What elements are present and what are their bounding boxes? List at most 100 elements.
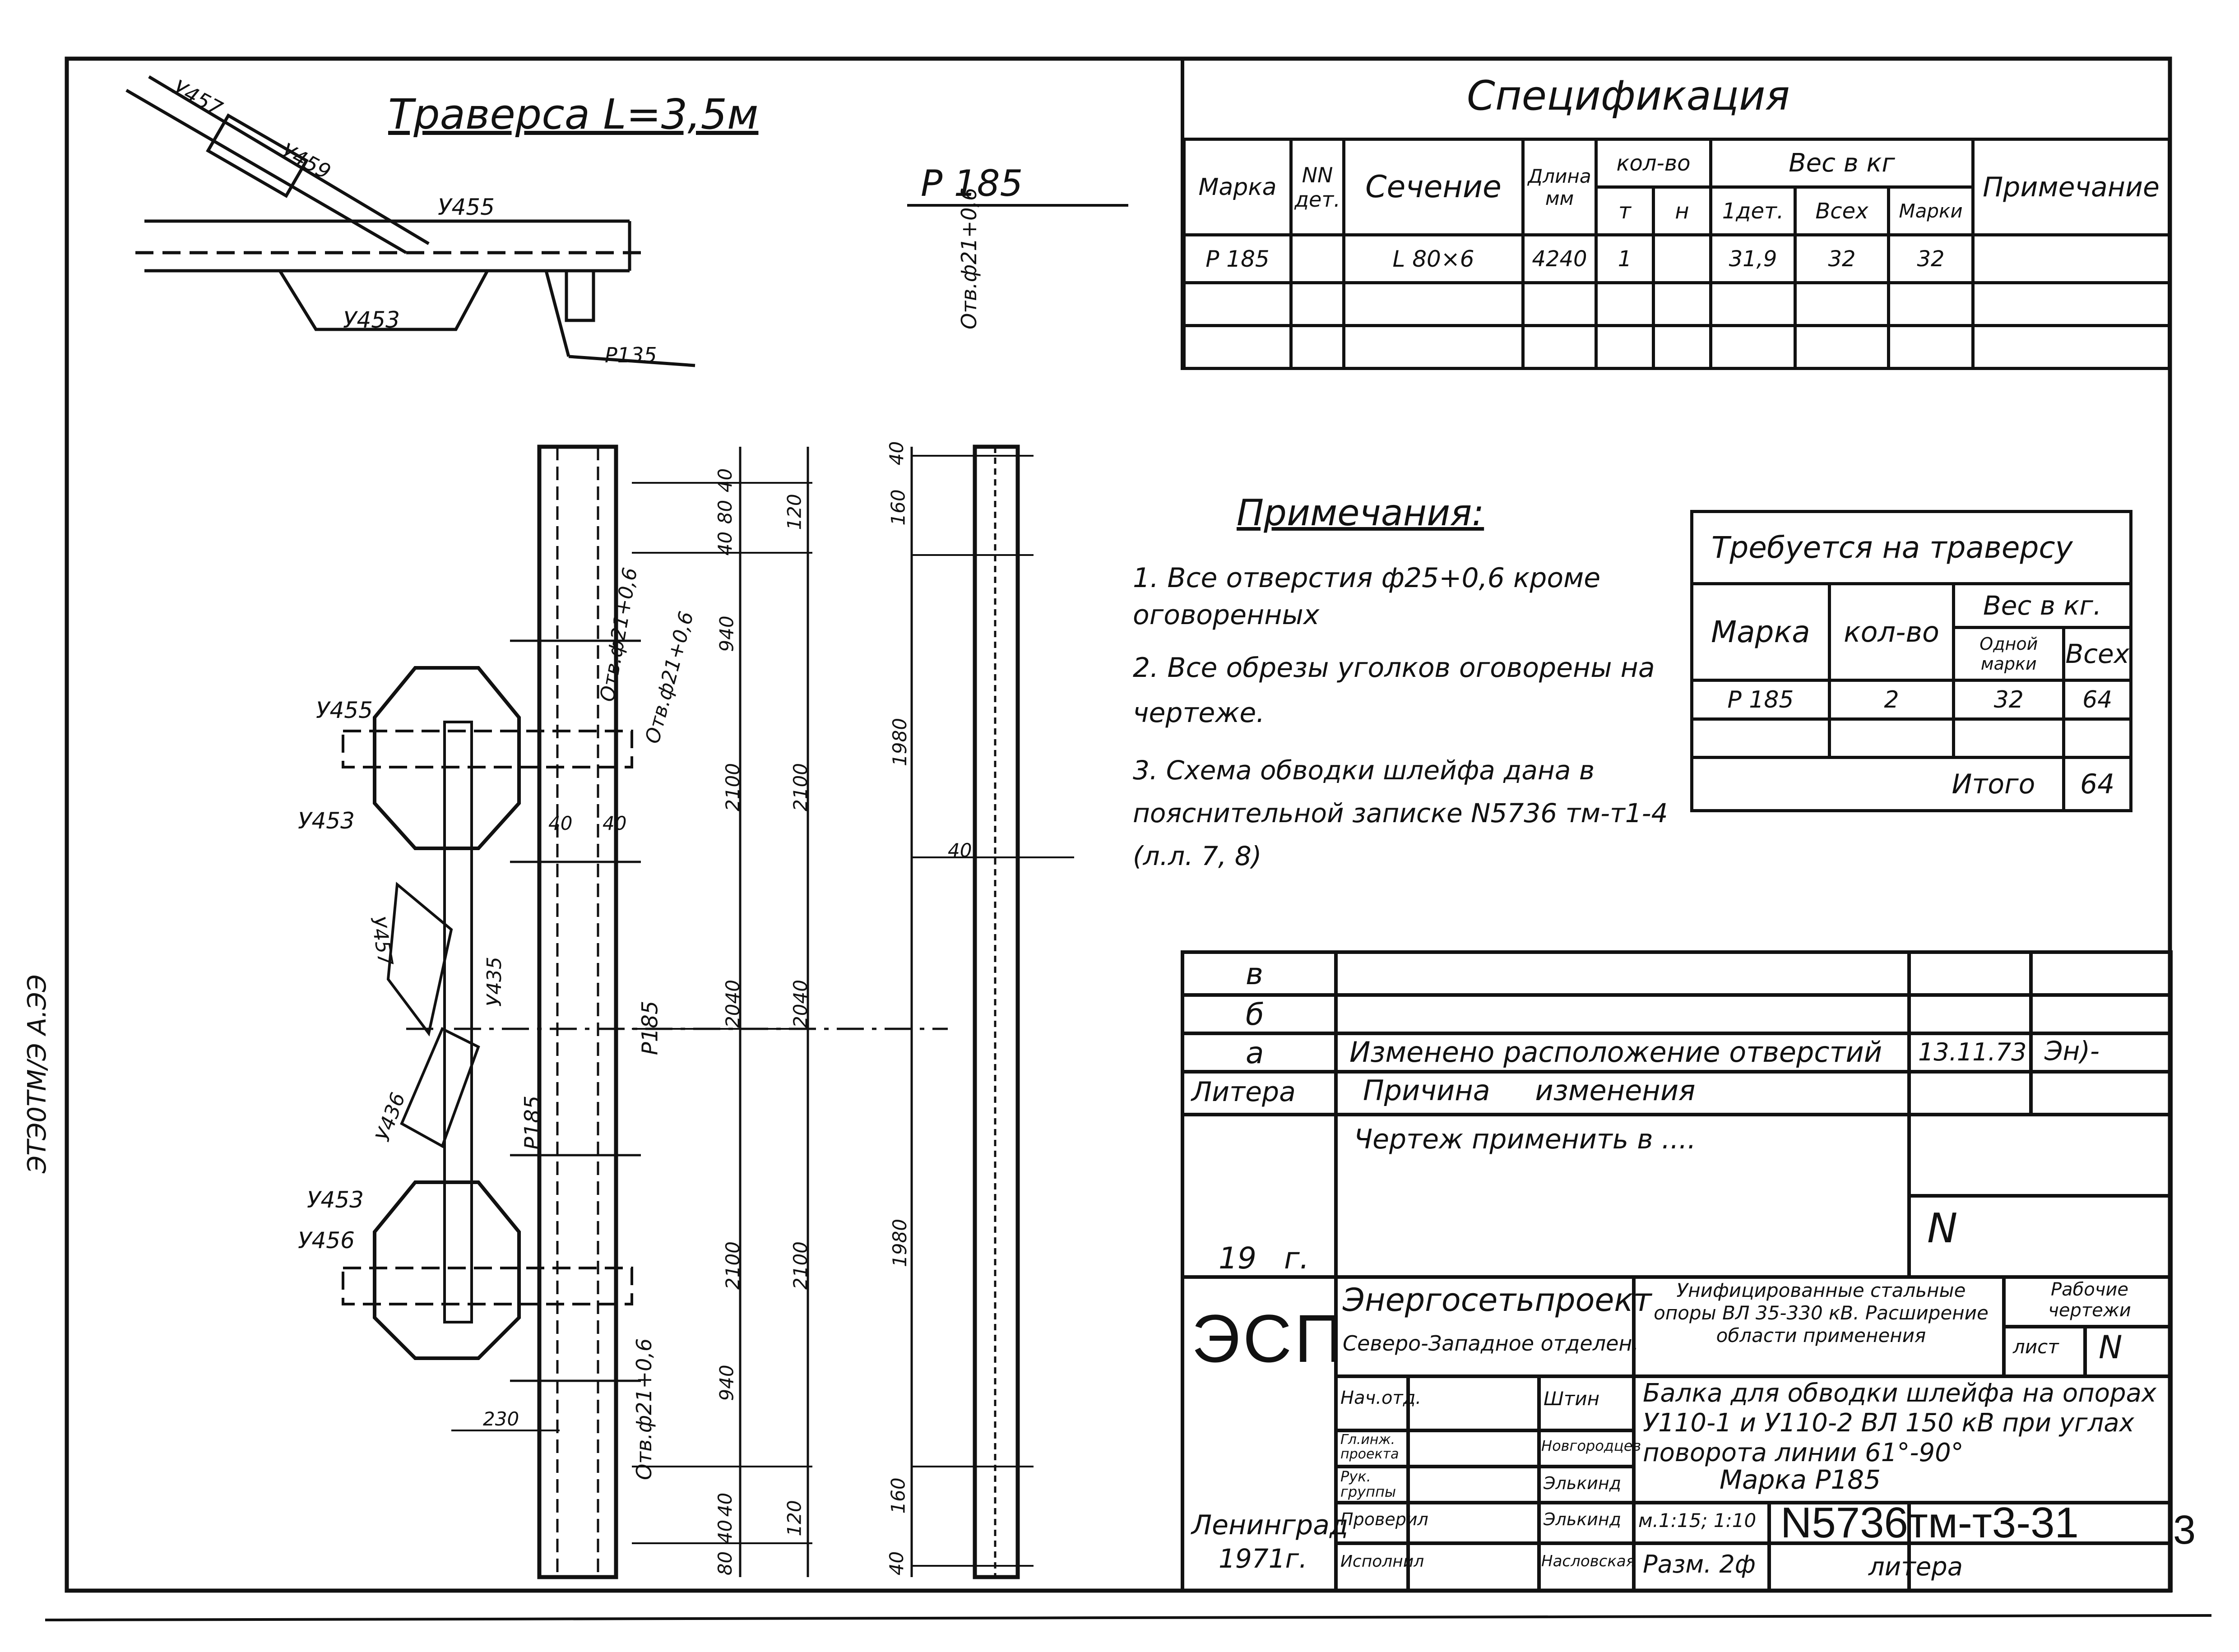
spec-cell-w-all: 32 (1794, 233, 1890, 285)
required-table: Требуется на траверсу Марка кол-во Вес в… (1690, 509, 2132, 812)
role-name: Насловская (1541, 1552, 1636, 1570)
dimension-label: 40 (714, 1519, 737, 1544)
spec-header-note: Примечание (1971, 137, 2171, 237)
document-number: N5736тм-т3-31 (1780, 1499, 2079, 1547)
dimension-label: 2100 (721, 1241, 744, 1290)
required-header-weight: Вес в кг. (1952, 582, 2132, 629)
spec-header-mark: Марка (1182, 137, 1293, 237)
role-label: Гл.инж. проекта (1340, 1432, 1399, 1462)
required-cell-mark: Р 185 (1690, 679, 1831, 721)
side-stamp: ЭТЭ0ТМ/Э А.ЭЭ (23, 974, 52, 1173)
dimension-label: 120 (783, 494, 806, 530)
spec-cell-w-one: 31,9 (1709, 233, 1797, 285)
required-cell-one: 32 (1952, 679, 2066, 721)
dimension-label: 160 (887, 489, 909, 526)
role-label: Нач.отд. (1340, 1388, 1422, 1408)
city: Ленинград (1191, 1509, 1349, 1541)
dimension-label: 160 (887, 1477, 909, 1514)
revision-header-letter: Литера (1191, 1076, 1296, 1108)
stage: Рабочие чертежи (2048, 1279, 2131, 1321)
sheet-label: лист (2013, 1336, 2059, 1358)
city-year: 1971г. (1219, 1543, 1307, 1574)
required-total-label: Итого (1690, 756, 2066, 812)
role-name: Штин (1544, 1388, 1600, 1410)
dimension-label: 40 (885, 1551, 908, 1576)
mark-label: Р 185 (921, 162, 1023, 204)
revision-letter: а (1246, 1036, 1264, 1070)
spec-cell-length: 4240 (1521, 233, 1598, 285)
required-header-all: Всех (2062, 625, 2132, 682)
part-label: Р185 (520, 1095, 546, 1150)
logo: ЭСП (1191, 1300, 1346, 1376)
revision-n: N (1927, 1205, 1958, 1252)
revision-letter: в (1246, 957, 1263, 991)
spec-header-section: Сечение (1342, 137, 1525, 237)
dimension-label: 40 (714, 1492, 737, 1517)
spec-header-qty-t: т (1595, 185, 1655, 237)
format: Разм. 2ф (1643, 1550, 1756, 1578)
dimension-label: 80 (714, 1551, 737, 1576)
revision-year: 19 г. (1219, 1241, 1309, 1276)
part-label: У435 (482, 957, 506, 1007)
dimension-label: 80 (714, 500, 737, 524)
note-item: 3. Схема обводки шлейфа дана в пояснител… (1133, 755, 1668, 871)
angle-side-view (907, 204, 1128, 1579)
dimension-label: 2040 (721, 980, 744, 1028)
beam-elevation (342, 444, 948, 1579)
role-label: Проверил (1340, 1509, 1428, 1529)
part-label: У455 (438, 194, 495, 220)
revision-sign: Эн)- (2044, 1036, 2100, 1066)
project-name: Унифицированные стальные опоры ВЛ 35-330… (1654, 1279, 1989, 1347)
role-label: Рук. группы (1340, 1468, 1396, 1500)
dimension-label: 40 (948, 839, 972, 861)
drawing-title: Траверса L=3,5м (388, 90, 759, 139)
spec-header-partno: NN дет. (1289, 137, 1345, 237)
revision-header-reason: Причина изменения (1363, 1074, 1696, 1107)
note-item: 1. Все отверстия ф25+0,6 кроме оговоренн… (1133, 562, 1601, 631)
title-block-lines (1181, 950, 2173, 1592)
required-cell-all: 64 (2062, 679, 2132, 721)
role-name: Новгородцев (1541, 1437, 1641, 1454)
org-name: Энергосетьпроект (1343, 1282, 1652, 1319)
dimension-label: 230 (483, 1408, 519, 1430)
required-total-value: 64 (2062, 756, 2132, 812)
part-label: У455 (316, 697, 373, 723)
role-name: Элькинд (1544, 1509, 1621, 1529)
sheet-value: N (2099, 1329, 2123, 1366)
note-item: 2. Все обрезы уголков оговорены на черте… (1133, 652, 1655, 729)
litera: литера (1868, 1552, 1963, 1582)
spec-header-length: Длина мм (1521, 137, 1598, 237)
part-label: Р135 (605, 343, 657, 367)
traverse-sketch (125, 75, 695, 367)
hole-note: Отв.ф21+0,6 (957, 187, 981, 329)
spec-cell-t: 1 (1595, 233, 1655, 285)
spec-cell-section: L 80×6 (1342, 233, 1525, 285)
dimension-label: 2040 (789, 980, 811, 1028)
part-label: У453 (298, 808, 355, 834)
role-label: Исполнил (1340, 1552, 1424, 1571)
bottom-cut-line (45, 1614, 2212, 1621)
dimension-label: 40 (714, 468, 737, 493)
dimension-label: 940 (715, 615, 738, 652)
scale: м.1:15; 1:10 (1638, 1509, 1757, 1532)
apply-text: Чертеж применить в .... (1354, 1124, 1696, 1155)
branch-name: Северо-Западное отделен. (1343, 1331, 1639, 1356)
revision-letter: б (1246, 997, 1264, 1032)
required-header-one: Одной марки (1952, 625, 2066, 682)
required-header-mark: Марка (1690, 582, 1831, 682)
revision-date: 13.11.73 (1918, 1038, 2027, 1066)
spec-cell-note (1971, 233, 2171, 285)
hole-note: Отв.ф21+0,6 (632, 1338, 656, 1480)
spec-header-qty-n: н (1652, 185, 1712, 237)
dimension-label: 40 (885, 441, 908, 466)
spec-cell-n (1652, 233, 1712, 285)
part-label: У453 (307, 1187, 364, 1213)
spec-header-qty: кол-во (1595, 137, 1712, 189)
spec-cell-partno (1289, 233, 1345, 285)
dimension-label: 940 (715, 1365, 738, 1401)
required-header-qty: кол-во (1827, 582, 1956, 682)
drawing-description: Балка для обводки шлейфа на опорах У110-… (1643, 1379, 2157, 1467)
dimension-label: 2100 (789, 1241, 811, 1290)
spec-cell-mark: Р 185 (1182, 233, 1293, 285)
